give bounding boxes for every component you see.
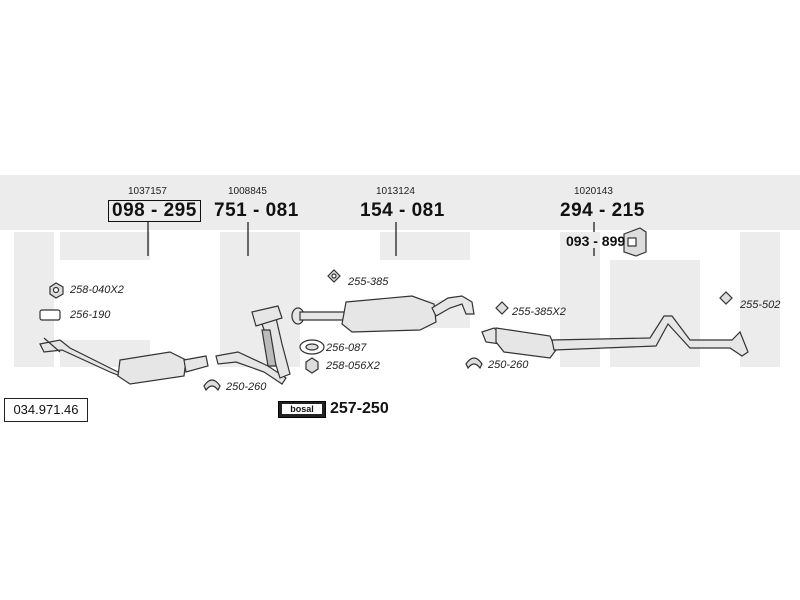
kit-number: 257-250 xyxy=(330,400,389,417)
part-ref-1013124: 1013124 xyxy=(376,186,415,197)
rubber-hanger-icon xyxy=(495,301,509,315)
clamp-icon xyxy=(465,357,483,370)
brand-logo-badge: bosal xyxy=(278,401,326,418)
fitting-label-f4: 255-385 xyxy=(348,276,389,288)
part-number-751-081: 751 - 081 xyxy=(214,200,299,221)
brand-logo-text: bosal xyxy=(282,404,322,414)
fitting-label-f6: 258-056X2 xyxy=(326,360,380,372)
fitting-label-f9: 255-502 xyxy=(740,299,781,311)
part-ref-1020143: 1020143 xyxy=(574,186,613,197)
fitting-label-f8: 250-260 xyxy=(488,359,529,371)
clamp-icon xyxy=(203,379,221,392)
front-pipe-catalytic-converter xyxy=(39,337,209,385)
rubber-hanger-icon xyxy=(719,291,733,305)
part-number-098-295: 098 - 295 xyxy=(108,200,201,222)
part-number-154-081: 154 - 081 xyxy=(360,200,445,221)
leader-lines xyxy=(147,222,595,256)
fitting-label-f5: 256-087 xyxy=(326,342,367,354)
rubber-hanger-icon xyxy=(327,269,341,283)
part-number-294-215: 294 - 215 xyxy=(560,200,645,221)
bracket-part-number: 093 - 899 xyxy=(566,233,626,249)
part-ref-1037157: 1037157 xyxy=(128,186,167,197)
fitting-label-f2: 256-190 xyxy=(70,309,111,321)
mounting-bracket-icon xyxy=(623,227,647,257)
nut-icon xyxy=(305,357,319,374)
part-ref-1008845: 1008845 xyxy=(228,186,267,197)
gasket-icon xyxy=(39,309,61,321)
middle-silencer xyxy=(291,295,475,333)
fitting-label-f3: 250-260 xyxy=(226,381,267,393)
rear-silencer-tailpipe xyxy=(481,315,749,359)
fitting-label-f7: 255-385X2 xyxy=(512,306,566,318)
intermediate-pipe xyxy=(215,305,291,385)
document-number: 034.971.46 xyxy=(4,398,88,422)
fitting-label-f1: 258-040X2 xyxy=(70,284,124,296)
